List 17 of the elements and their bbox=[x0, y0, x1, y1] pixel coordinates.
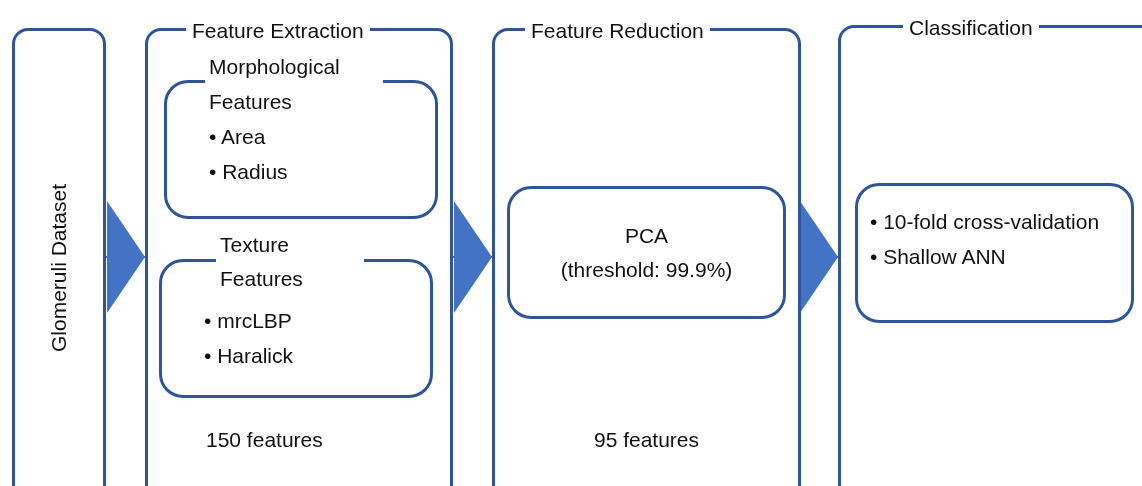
process-label: PCA bbox=[623, 222, 670, 249]
arrow bbox=[800, 201, 839, 313]
arrow bbox=[452, 201, 493, 313]
bullet-item: • mrcLBP bbox=[204, 308, 293, 334]
feature-count: 95 features bbox=[592, 427, 701, 453]
bullet-item: • 10-fold cross-validation bbox=[870, 209, 1101, 235]
bullet-item: • Shallow ANN bbox=[870, 244, 1007, 270]
bullet-item: • Radius bbox=[209, 159, 289, 185]
process-box bbox=[855, 183, 1134, 323]
process-box bbox=[507, 186, 786, 319]
arrow bbox=[105, 201, 146, 313]
feature-count: 150 features bbox=[206, 427, 323, 453]
dataset-label: Glomeruli Dataset bbox=[46, 183, 71, 353]
process-label: (threshold: 99.9%) bbox=[559, 256, 734, 283]
bullet-item: • Haralick bbox=[204, 343, 295, 369]
bullet-item: • Area bbox=[209, 124, 267, 150]
dataset-box bbox=[12, 28, 106, 486]
